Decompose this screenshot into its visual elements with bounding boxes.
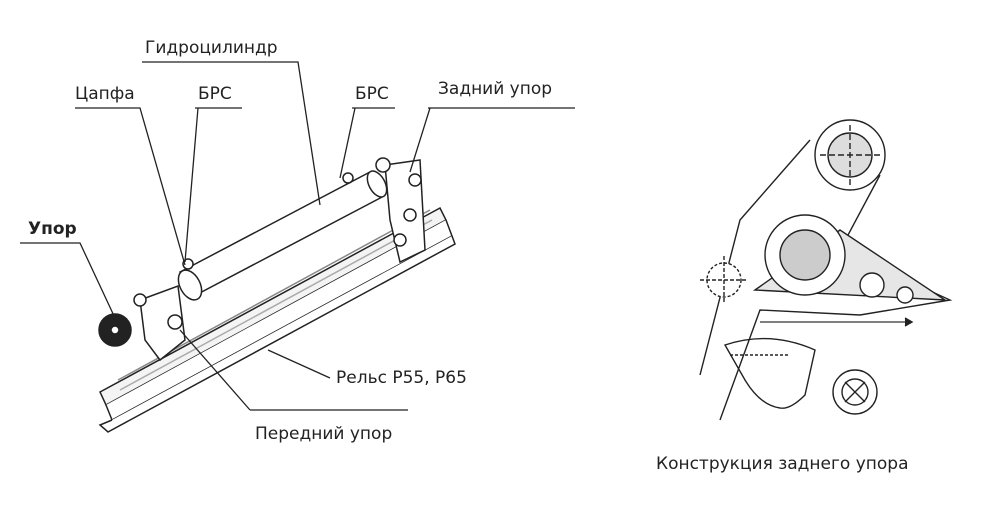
label-front-stop: Передний упор: [255, 424, 393, 444]
leader-lines: [20, 61, 575, 411]
cylinder-drawing: [177, 170, 388, 301]
label-quick-coupling-1: БРС: [198, 84, 232, 104]
label-rail: Рельс Р55, Р65: [336, 368, 467, 388]
label-hydrocylinder: Гидроцилиндр: [145, 38, 278, 58]
rear-stop-section-drawing: [699, 119, 953, 421]
rear-stop-drawing: [342, 157, 426, 264]
label-quick-coupling-2: БРС: [355, 84, 389, 104]
front-stop-drawing: [98, 258, 194, 362]
rail-drawing: [98, 206, 456, 433]
label-rear-stop: Задний упор: [438, 79, 553, 99]
label-trunnion: Цапфа: [75, 84, 135, 104]
label-stop: Упор: [28, 219, 77, 239]
caption-rear-stop-design: Конструкция заднего упора: [656, 454, 909, 474]
